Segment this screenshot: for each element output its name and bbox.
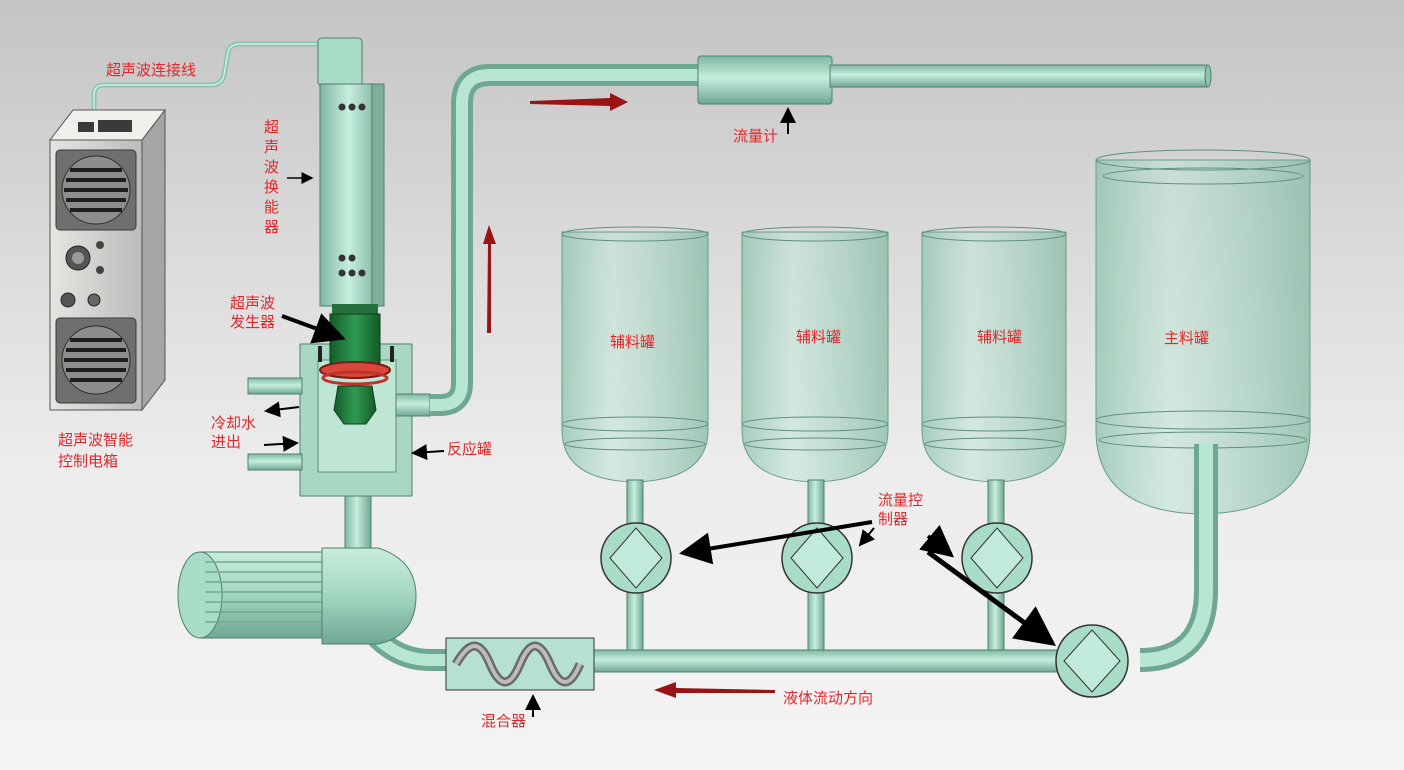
label-main-tank: 主料罐 <box>1164 329 1210 347</box>
flow-arrow-bottom <box>654 682 775 698</box>
mixer <box>445 637 595 691</box>
flow-controller-1 <box>600 522 672 594</box>
ultrasonic-transducer <box>317 37 385 307</box>
flow-arrow-top <box>530 93 628 111</box>
label-flow-controller: 流量控制器 <box>878 491 924 528</box>
label-mixer: 混合器 <box>481 712 527 730</box>
flow-meter <box>697 55 833 105</box>
flow-arrow-up <box>483 225 496 333</box>
label-flow-direction: 液体流动方向 <box>783 689 874 707</box>
label-cooling-water: 冷却水进出 <box>211 414 257 451</box>
label-flow-meter: 流量计 <box>733 127 779 145</box>
label-generator: 超声波发生器 <box>230 294 276 331</box>
pump-motor <box>177 547 417 645</box>
aux-tank-2 <box>741 226 889 483</box>
main-pipe <box>589 649 1071 673</box>
flow-controller-2 <box>781 522 853 594</box>
label-aux-tank-3: 辅料罐 <box>977 328 1023 346</box>
label-ultrasonic-cable: 超声波连接线 <box>106 61 197 79</box>
label-transducer: 超声波换能器 <box>264 118 280 236</box>
flow-controller-3 <box>961 522 1033 594</box>
label-aux-tank-1: 辅料罐 <box>610 333 656 351</box>
label-reactor: 反应罐 <box>447 440 493 458</box>
control-box <box>48 108 167 412</box>
label-aux-tank-2: 辅料罐 <box>796 328 842 346</box>
flow-controller-main <box>1055 624 1129 698</box>
aux-tank-1 <box>561 226 709 483</box>
label-control-box: 超声波智能控制电箱 <box>58 431 134 470</box>
aux-tank-3 <box>921 226 1067 483</box>
